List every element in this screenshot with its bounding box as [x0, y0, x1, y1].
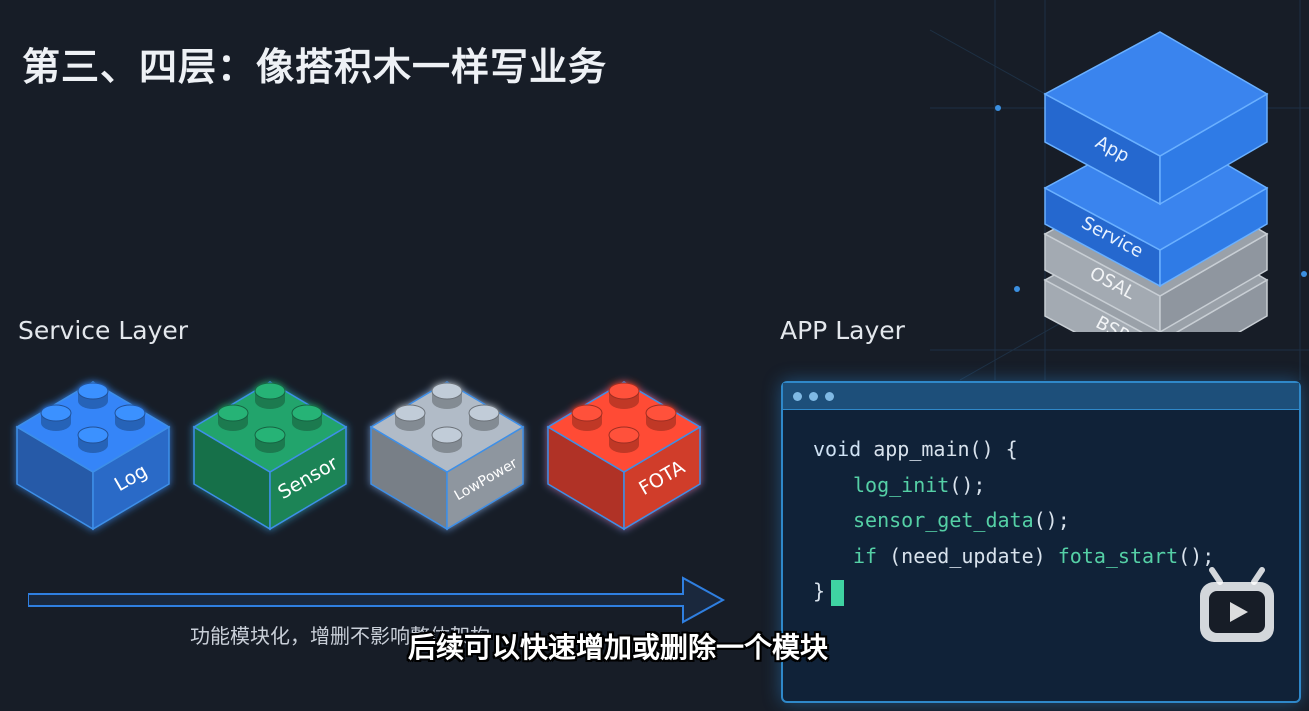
code-function: fota_start [1057, 543, 1179, 568]
code-body: void app_main() { log_init(); sensor_get… [783, 410, 1299, 610]
code-text: (); [1178, 543, 1215, 568]
video-subtitle: 后续可以快速增加或删除一个模块 [408, 631, 829, 664]
code-text: (); [949, 472, 986, 497]
brick-lowpower: LowPower [369, 381, 525, 531]
code-line-4: if (need_update) fota_start(); [813, 539, 1299, 575]
brick-sensor: Sensor [192, 381, 348, 531]
code-keyword: void [813, 437, 862, 461]
code-function: log_init [853, 472, 950, 497]
code-line-2: log_init(); [813, 468, 1299, 504]
code-line-3: sensor_get_data(); [813, 503, 1299, 539]
window-dot-1 [793, 391, 802, 401]
window-dot-2 [809, 391, 818, 401]
stack-layer-app: App [1043, 31, 1269, 206]
code-keyword: if [853, 543, 878, 568]
app-layer-label: APP Layer [780, 316, 905, 345]
window-dot-3 [825, 391, 834, 401]
code-window: void app_main() { log_init(); sensor_get… [781, 381, 1301, 703]
code-function: sensor_get_data [853, 508, 1034, 532]
window-title-bar [783, 383, 1299, 410]
service-layer-label: Service Layer [18, 316, 189, 345]
brick-log: Log [15, 381, 171, 531]
brick-fota: FOTA [546, 381, 702, 531]
code-text: (need_update) [877, 543, 1058, 568]
bilibili-logo-icon [1200, 567, 1274, 642]
service-caption: 功能模块化，增删不影响整体架构 [190, 624, 490, 648]
code-text: } [813, 579, 826, 603]
code-text: app_main() { [861, 437, 1018, 461]
code-line-1: void app_main() { [813, 432, 1299, 468]
code-line-5: } [813, 574, 1299, 610]
text-cursor [831, 579, 845, 606]
code-text: (); [1033, 508, 1070, 532]
flow-arrow [28, 576, 726, 624]
page-title: 第三、四层：像搭积木一样写业务 [22, 45, 608, 89]
